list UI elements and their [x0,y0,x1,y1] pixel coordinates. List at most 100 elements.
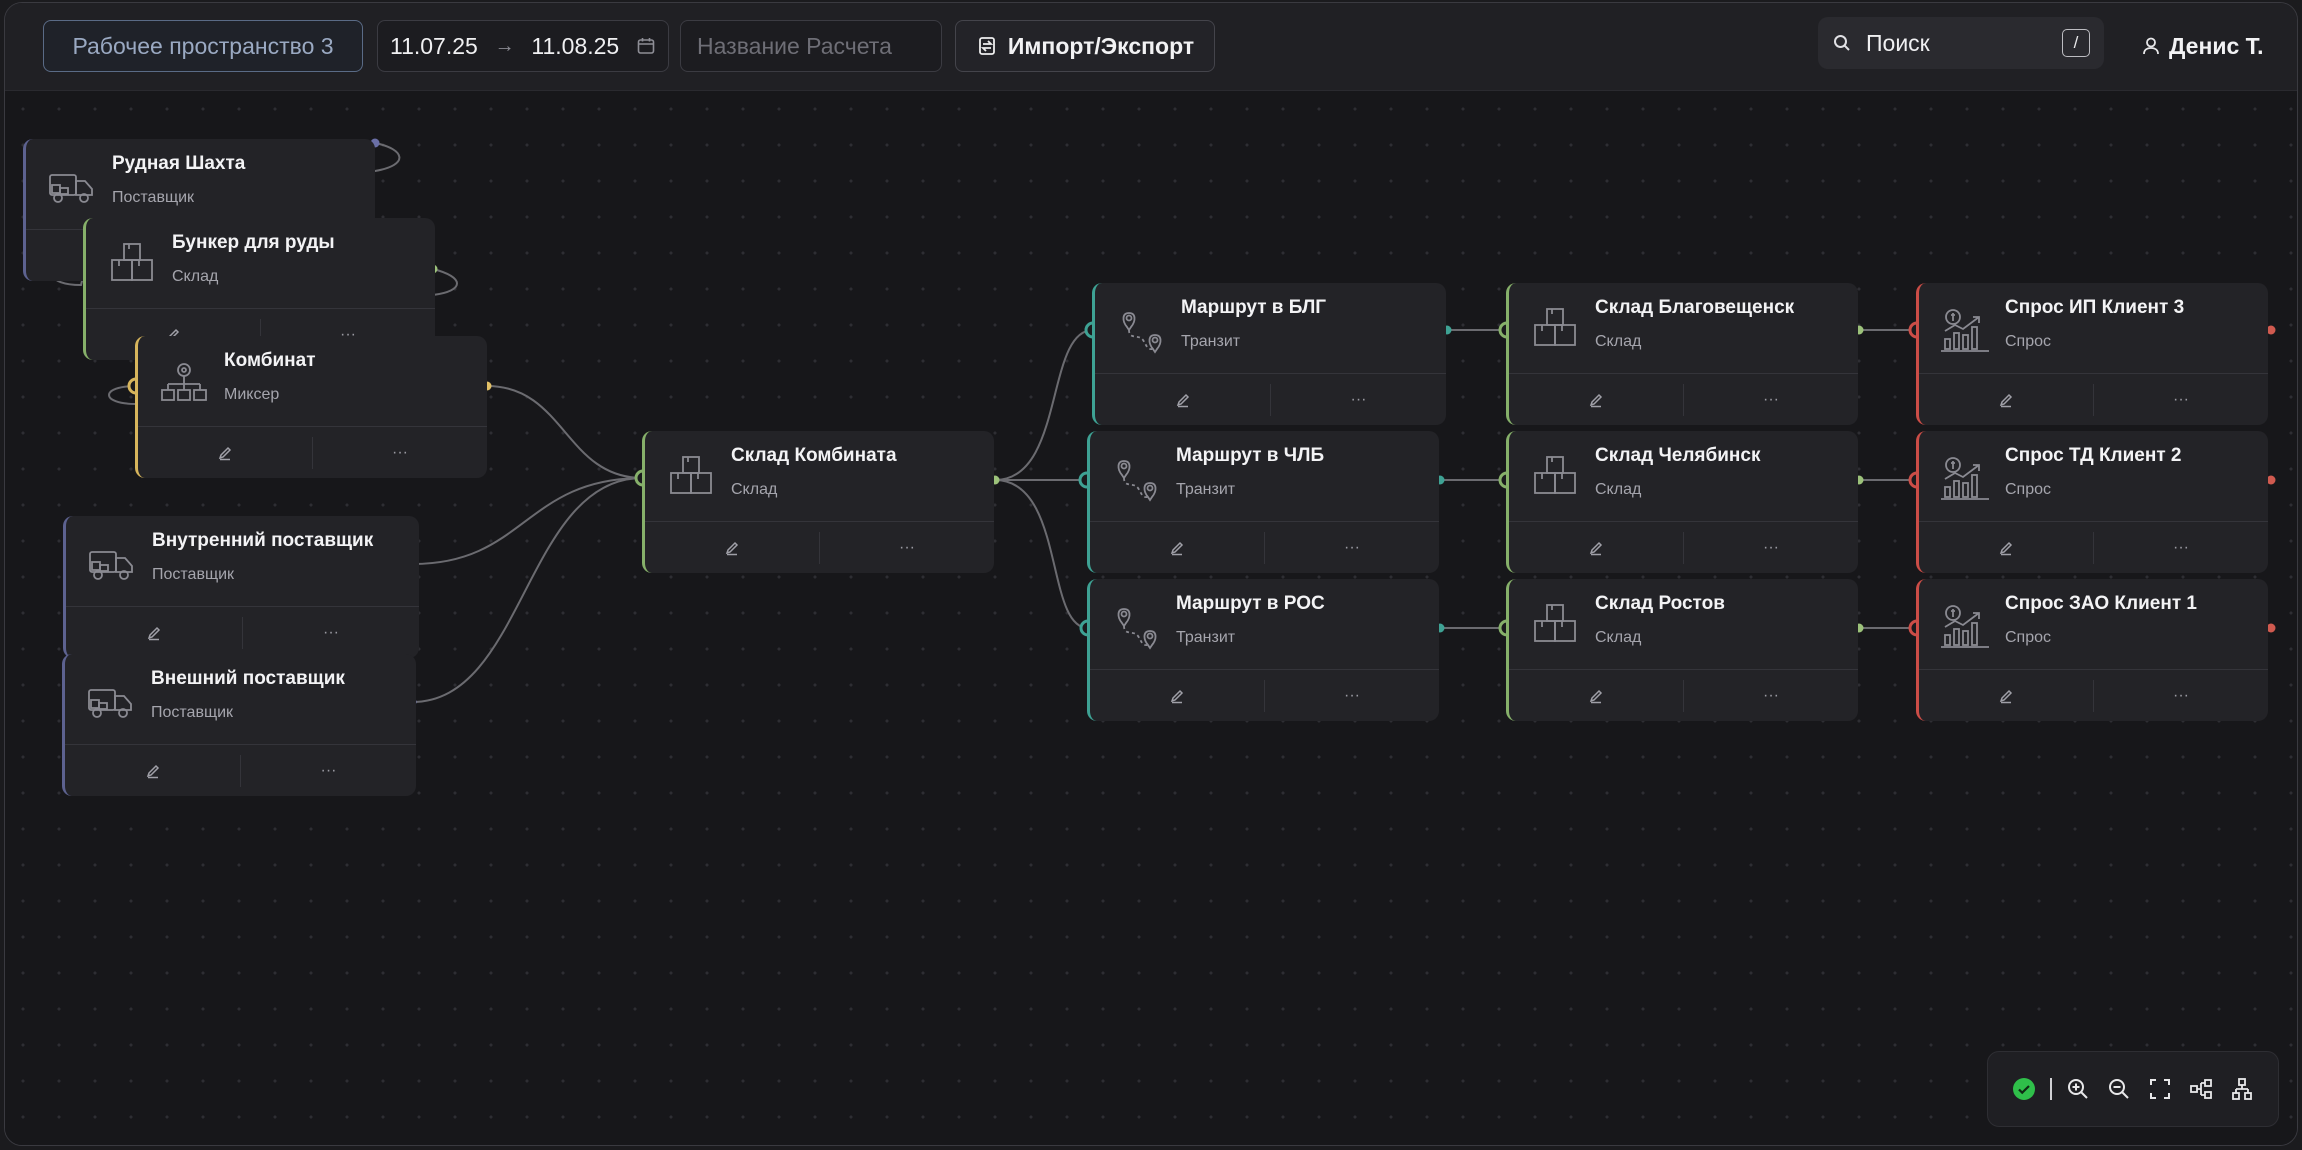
date-arrow: → [494,34,515,57]
node-more-button[interactable]: ··· [1763,538,1779,556]
node-more-button[interactable]: ··· [1350,390,1367,408]
node-internal-supplier[interactable]: Внутренний поставщик Поставщик ··· [63,516,419,658]
node-title: Внешний поставщик [151,668,345,689]
layout-horizontal-button[interactable] [2186,1074,2216,1104]
node-more-button[interactable]: ··· [323,623,339,641]
node-more-button[interactable]: ··· [1344,538,1360,556]
pencil-icon [1589,393,1603,407]
import-export-button[interactable]: Импорт/Экспорт [955,20,1215,72]
date-from: 11.07.25 [390,32,478,59]
app-window: Рабочее пространство 3 11.07.25 → 11.08.… [4,2,2298,1146]
edit-node-button[interactable] [138,427,312,478]
node-type: Поставщик [112,189,195,206]
node-type: Транзит [1181,333,1241,350]
boxes-icon [670,456,712,494]
search-box[interactable]: Поиск / [1818,17,2104,69]
demand-icon [1941,605,1989,648]
check-circle-icon [2013,1078,2035,1100]
edit-node-button[interactable] [1509,374,1683,425]
node-type: Транзит [1176,481,1236,498]
node-more-button[interactable]: ··· [899,538,915,556]
node-more-button[interactable]: ··· [2173,390,2189,408]
flow-canvas[interactable]: Рудная Шахта Поставщик ··· Бункер для ру… [5,91,2297,1145]
node-type: Миксер [224,386,280,403]
zoom-in-button[interactable] [2063,1074,2093,1104]
node-demand-td-client-2[interactable]: Спрос ТД Клиент 2 Спрос ··· [1916,431,2268,573]
node-more-button[interactable]: ··· [2173,538,2189,556]
edit-node-button[interactable] [645,522,819,573]
pencil-icon [1589,541,1603,555]
node-title: Спрос ТД Клиент 2 [2005,445,2182,466]
zoom-out-button[interactable] [2104,1074,2134,1104]
node-title: Рудная Шахта [112,153,246,174]
node-factory-warehouse[interactable]: Склад Комбината Склад ··· [642,431,994,573]
node-more-button[interactable]: ··· [392,443,408,461]
edit-node-button[interactable] [1919,374,2093,425]
node-route-chlb[interactable]: Маршрут в ЧЛБ Транзит ··· [1087,431,1439,573]
node-type: Склад [1595,481,1642,498]
edit-node-button[interactable] [65,745,240,796]
edit-node-button[interactable] [66,607,242,658]
fullscreen-icon [2150,1079,2170,1099]
edit-node-button[interactable] [1509,670,1683,721]
edit-node-button[interactable] [1509,522,1683,573]
pencil-icon [1589,689,1603,703]
node-more-button[interactable]: ··· [1344,686,1360,704]
tree-vertical-icon [2232,1078,2252,1100]
search-shortcut: / [2062,29,2090,57]
truck-icon [49,174,93,203]
date-to: 11.08.25 [531,32,620,59]
node-more-button[interactable]: ··· [2173,686,2189,704]
truck-icon [89,551,133,580]
fit-view-button[interactable] [2145,1074,2175,1104]
node-demand-ip-client-3[interactable]: Спрос ИП Клиент 3 Спрос ··· [1916,283,2268,425]
mixer-icon [161,363,207,401]
boxes-icon [1534,604,1576,642]
pencil-icon [1170,689,1184,703]
node-demand-zao-client-1[interactable]: Спрос ЗАО Клиент 1 Спрос ··· [1916,579,2268,721]
demand-icon [1941,309,1989,352]
search-label: Поиск [1866,29,1930,56]
node-combinat[interactable]: Комбинат Миксер ··· [135,336,487,478]
boxes-icon [1534,456,1576,494]
truck-icon [88,689,132,718]
user-menu[interactable]: Денис Т. [2141,20,2264,72]
calculation-name-input[interactable]: Название Расчета [680,20,942,72]
node-title: Склад Ростов [1595,593,1725,614]
node-type: Поставщик [152,566,235,583]
edit-node-button[interactable] [1090,670,1264,721]
date-range-picker[interactable]: 11.07.25 → 11.08.25 [377,20,669,72]
edit-node-button[interactable] [1090,522,1264,573]
node-type: Склад [1595,629,1642,646]
pencil-icon [1999,393,2013,407]
node-title: Спрос ЗАО Клиент 1 [2005,593,2197,614]
node-more-button[interactable]: ··· [1763,686,1779,704]
node-title: Внутренний поставщик [152,530,374,551]
node-title: Склад Комбината [731,445,897,466]
node-type: Спрос [2005,333,2052,350]
node-title: Склад Благовещенск [1595,297,1795,318]
edit-node-button[interactable] [1919,522,2093,573]
calendar-icon [637,38,655,54]
node-title: Маршрут в ЧЛБ [1176,445,1325,466]
validation-status[interactable] [2009,1074,2039,1104]
node-external-supplier[interactable]: Внешний поставщик Поставщик ··· [62,654,416,796]
edit-node-button[interactable] [1095,374,1270,425]
node-more-button[interactable]: ··· [320,761,337,779]
node-warehouse-chelyabinsk[interactable]: Склад Челябинск Склад ··· [1506,431,1858,573]
node-route-ros[interactable]: Маршрут в РОС Транзит ··· [1087,579,1439,721]
top-bar: Рабочее пространство 3 11.07.25 → 11.08.… [5,3,2297,91]
pencil-icon [725,541,739,555]
pencil-icon [1999,541,2013,555]
node-route-blg[interactable]: Маршрут в БЛГ Транзит ··· [1092,283,1446,425]
node-warehouse-blagoveshchensk[interactable]: Склад Благовещенск Склад ··· [1506,283,1858,425]
user-name: Денис Т. [2169,32,2264,59]
layout-vertical-button[interactable] [2227,1074,2257,1104]
user-icon [2143,37,2159,55]
node-warehouse-rostov[interactable]: Склад Ростов Склад ··· [1506,579,1858,721]
workspace-button[interactable]: Рабочее пространство 3 [43,20,363,72]
edit-node-button[interactable] [1919,670,2093,721]
boxes-icon [1534,308,1576,346]
node-type: Склад [1595,333,1642,350]
node-more-button[interactable]: ··· [1763,390,1779,408]
